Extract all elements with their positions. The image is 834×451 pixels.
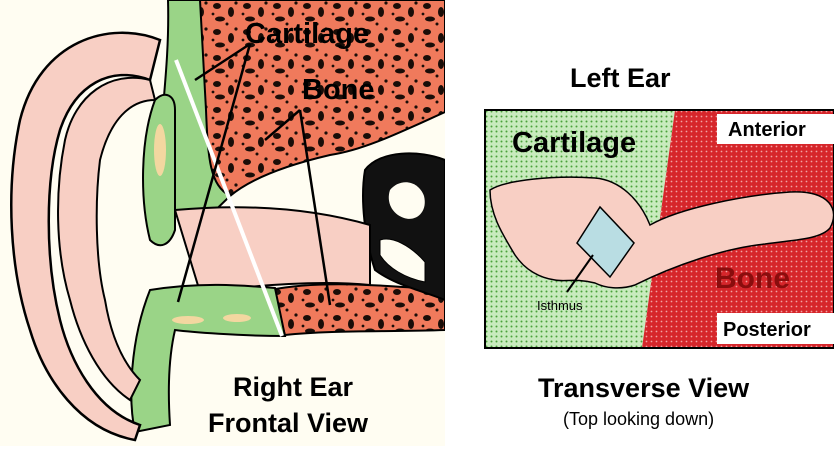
lower-temporal-bone xyxy=(270,284,445,335)
frontal-view-diagram: Cartilage Bone Right Ear Frontal View xyxy=(0,0,445,446)
frontal-title-line2: Frontal View xyxy=(208,408,369,438)
lower-fat-pad-1 xyxy=(172,316,204,324)
transverse-subtitle: (Top looking down) xyxy=(563,409,714,429)
transverse-view-panel: Left Ear Anterior Posterior Cartilage Bo… xyxy=(445,0,834,446)
frontal-title-line1: Right Ear xyxy=(233,372,354,402)
cartilage-label: Cartilage xyxy=(245,18,369,50)
lower-fat-pad-2 xyxy=(223,314,251,322)
transverse-bone-label: Bone xyxy=(715,262,790,295)
isthmus-label: Isthmus xyxy=(537,298,583,313)
transverse-view-diagram: Left Ear Anterior Posterior Cartilage Bo… xyxy=(445,0,834,446)
ear-canal xyxy=(175,207,370,292)
transverse-cartilage-label: Cartilage xyxy=(512,127,636,159)
transverse-header: Left Ear xyxy=(570,63,671,93)
bone-label: Bone xyxy=(302,74,375,106)
concha-fat-pad xyxy=(154,124,166,176)
transverse-title: Transverse View xyxy=(538,373,750,403)
posterior-label: Posterior xyxy=(723,319,811,341)
frontal-view-panel: Cartilage Bone Right Ear Frontal View xyxy=(0,0,445,446)
anterior-label: Anterior xyxy=(728,119,806,141)
